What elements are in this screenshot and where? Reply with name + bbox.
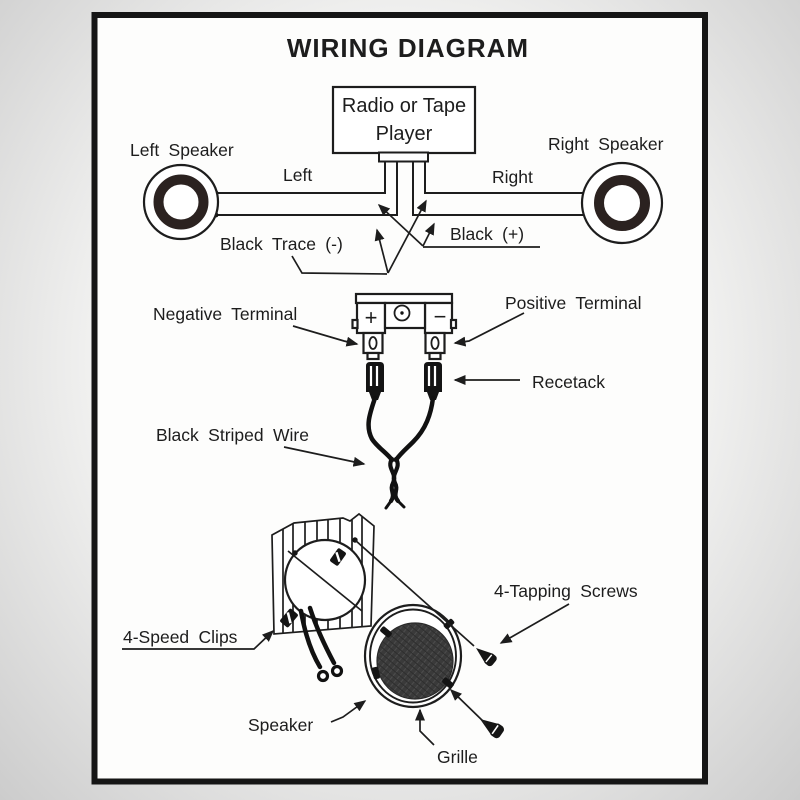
speed-clip-top (330, 548, 346, 566)
left-wire-label: Left (283, 165, 312, 185)
right-speaker-drawing (580, 161, 664, 245)
mounted-speaker-drawing (280, 537, 367, 683)
speed-clips-label: 4-Speed Clips (123, 627, 238, 647)
negative-terminal-callout: Negative Terminal (153, 304, 359, 347)
black-striped-wire-callout: Black Striped Wire (156, 425, 366, 467)
right-speaker-label: Right Speaker (548, 134, 664, 154)
ring-terminal (316, 669, 330, 683)
terminal-plus-symbol: + (365, 305, 378, 330)
grille-callout: Grille (415, 708, 478, 767)
grille-label: Grille (437, 747, 478, 767)
black-striped-wire-label: Black Striped Wire (156, 425, 309, 445)
tapping-screws-label: 4-Tapping Screws (494, 581, 638, 601)
negative-prong (362, 331, 384, 361)
speaker-callout: Speaker (248, 700, 367, 735)
speaker-hole (292, 550, 298, 556)
radio-box-line2: Player (376, 123, 433, 145)
radio-box: Radio or Tape Player (331, 85, 477, 163)
speaker-label: Speaker (248, 715, 313, 735)
left-speaker-drawing (142, 163, 220, 241)
black-plus-label: Black (+) (450, 224, 524, 244)
grille-drawing (363, 603, 463, 709)
positive-terminal-callout: Positive Terminal (453, 293, 641, 347)
receptacle-right (424, 362, 442, 400)
radio-box-line1: Radio or Tape (342, 95, 466, 117)
black-trace-label: Black Trace (-) (220, 234, 343, 254)
terminal-minus-symbol: − (434, 304, 447, 329)
recetack-callout: Recetack (453, 372, 605, 392)
screw-bottom-arrow (449, 688, 487, 725)
screw-alignment-line (354, 539, 475, 647)
page-title: WIRING DIAGRAM (287, 33, 529, 63)
recetack-label: Recetack (532, 372, 605, 392)
terminal-block-drawing: + − (351, 292, 458, 510)
receptacle-left (366, 362, 384, 400)
speed-clips-callout: 4-Speed Clips (122, 627, 275, 650)
radio-connector (378, 151, 429, 163)
black-plus-callout: Black (+) (377, 203, 540, 248)
positive-terminal-label: Positive Terminal (505, 293, 641, 313)
speed-clip-bottom (280, 608, 298, 628)
right-wire-label: Right (492, 167, 533, 187)
negative-terminal-label: Negative Terminal (153, 304, 297, 324)
black-trace-callout: Black Trace (-) (220, 199, 427, 275)
tapping-screws-callout: 4-Tapping Screws (494, 581, 638, 644)
positive-prong (424, 331, 446, 361)
twisted-wire-drawing (366, 395, 436, 510)
ring-terminal (330, 664, 344, 678)
left-speaker-label: Left Speaker (130, 140, 234, 160)
